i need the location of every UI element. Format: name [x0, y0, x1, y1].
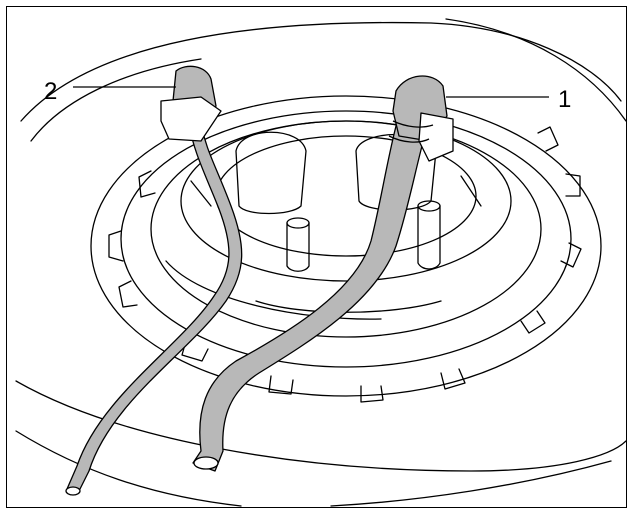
hose-1-clip	[418, 112, 454, 162]
connector-stub-left-top	[286, 217, 310, 229]
pump-cover-top	[180, 120, 512, 282]
lock-ring-lug-right-4	[537, 126, 559, 152]
hose-2	[65, 65, 243, 496]
diagram-frame	[6, 6, 627, 508]
connector-stub-left	[286, 222, 310, 272]
connector-stub-right	[417, 205, 441, 270]
lock-ring-lug-left-2	[118, 280, 138, 308]
tank-contour-left	[30, 58, 202, 142]
tank-contour-upper	[445, 18, 626, 122]
lock-ring-lug-bottom-3	[360, 385, 384, 403]
lock-ring-lug-left-1	[108, 230, 124, 262]
lock-ring-lug-bottom-4	[440, 368, 466, 390]
hose-1-end	[193, 456, 219, 470]
lock-ring-lug-right-2	[560, 242, 582, 268]
hose-2-end	[65, 486, 81, 496]
lock-ring-lug-right-3	[565, 173, 581, 197]
tank-contour-bottom-right	[330, 460, 612, 507]
hose-1	[192, 75, 454, 472]
cover-detail-2	[460, 175, 482, 207]
callout-label-1: 1	[558, 86, 572, 113]
hose-1-ribs	[388, 120, 434, 143]
lock-ring-lug-right-1	[520, 310, 546, 334]
lock-ring-lug-bottom-2	[268, 375, 294, 395]
cover-detail-1	[190, 180, 212, 207]
tank-contour-bottom	[15, 430, 242, 507]
cover-detail-4	[165, 260, 382, 320]
cover-window-right	[355, 133, 437, 211]
callout-label-2: 2	[44, 78, 58, 105]
lock-ring-lug-left-3	[138, 170, 156, 198]
flange-ring-outer	[90, 95, 602, 397]
cover-window-left	[235, 131, 307, 215]
hose-2-clip	[160, 96, 222, 142]
fuel-pump-illustration	[15, 18, 626, 507]
tank-contour-outer	[20, 21, 622, 122]
flange-ring-mid	[120, 110, 572, 368]
